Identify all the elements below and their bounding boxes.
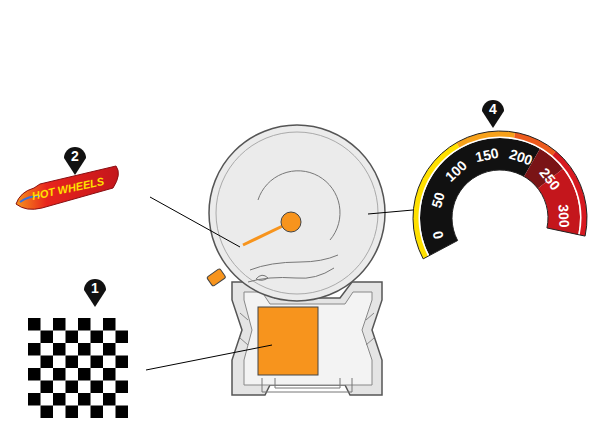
callout-pin	[84, 279, 106, 307]
callout-number: 4	[489, 102, 497, 116]
gauge-stripe	[413, 143, 459, 259]
callout-pin	[64, 147, 86, 175]
drum-inner-ring	[258, 171, 340, 240]
leader-line	[368, 210, 413, 214]
speed-number: 50	[430, 191, 448, 210]
checkerboard-sticker	[28, 318, 128, 418]
logo-text: HOT WHEELS	[31, 176, 105, 202]
drum-rim	[216, 132, 378, 294]
gauge-stripe	[457, 131, 516, 147]
hub	[281, 212, 301, 232]
gauge-band	[420, 138, 540, 256]
callout-number: 1	[91, 281, 99, 295]
speed-number: 100	[443, 158, 470, 184]
speed-number: 250	[538, 165, 563, 192]
speed-number: 150	[474, 146, 500, 165]
stand-slot	[262, 378, 352, 392]
callout-number: 2	[71, 149, 79, 163]
drum-logo-detail	[256, 275, 268, 280]
logo-flame	[16, 166, 118, 209]
gauge-outline	[413, 131, 587, 259]
speed-number: 300	[557, 204, 572, 228]
leader-line	[146, 345, 272, 370]
clip	[207, 268, 226, 286]
speedometer-sticker	[413, 131, 587, 259]
speed-number: 200	[508, 147, 535, 168]
orange-panel	[258, 307, 318, 375]
stand-inner	[244, 292, 372, 385]
drum	[209, 125, 385, 301]
gauge-stripe	[552, 151, 587, 236]
speed-number: 0	[430, 229, 446, 240]
drum-logo-outline	[248, 255, 338, 282]
leader-line	[150, 197, 240, 247]
callout-pin	[482, 100, 504, 128]
